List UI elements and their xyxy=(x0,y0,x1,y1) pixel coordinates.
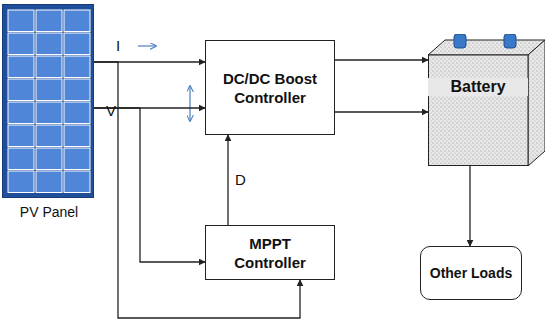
voltage-label: V xyxy=(106,103,116,119)
pv-panel: PV Panel xyxy=(2,4,94,224)
battery: Battery xyxy=(428,34,545,166)
mppt-controller-box: MPPT Controller xyxy=(205,225,335,280)
signal-arrow xyxy=(94,108,205,262)
battery-graphic xyxy=(428,34,545,166)
signal-arrow xyxy=(335,111,428,112)
voltage-arrow xyxy=(189,86,190,121)
signal-arrow xyxy=(227,135,228,225)
current-direction-arrow xyxy=(138,45,156,46)
node-label: MPPT Controller xyxy=(214,234,326,272)
current-label: I xyxy=(116,38,120,54)
signal-arrow xyxy=(335,59,428,60)
load-box: Other Loads xyxy=(420,246,522,300)
duty-cycle-label: D xyxy=(234,172,247,188)
pv-panel-graphic xyxy=(2,4,94,198)
boost-converter-box: DC/DC Boost Controller xyxy=(205,40,335,135)
signal-arrow xyxy=(469,166,470,246)
node-label: PV Panel xyxy=(0,204,98,220)
node-label: Battery xyxy=(428,78,528,96)
node-label: DC/DC Boost Controller xyxy=(214,69,326,107)
node-label: Other Loads xyxy=(430,264,512,283)
